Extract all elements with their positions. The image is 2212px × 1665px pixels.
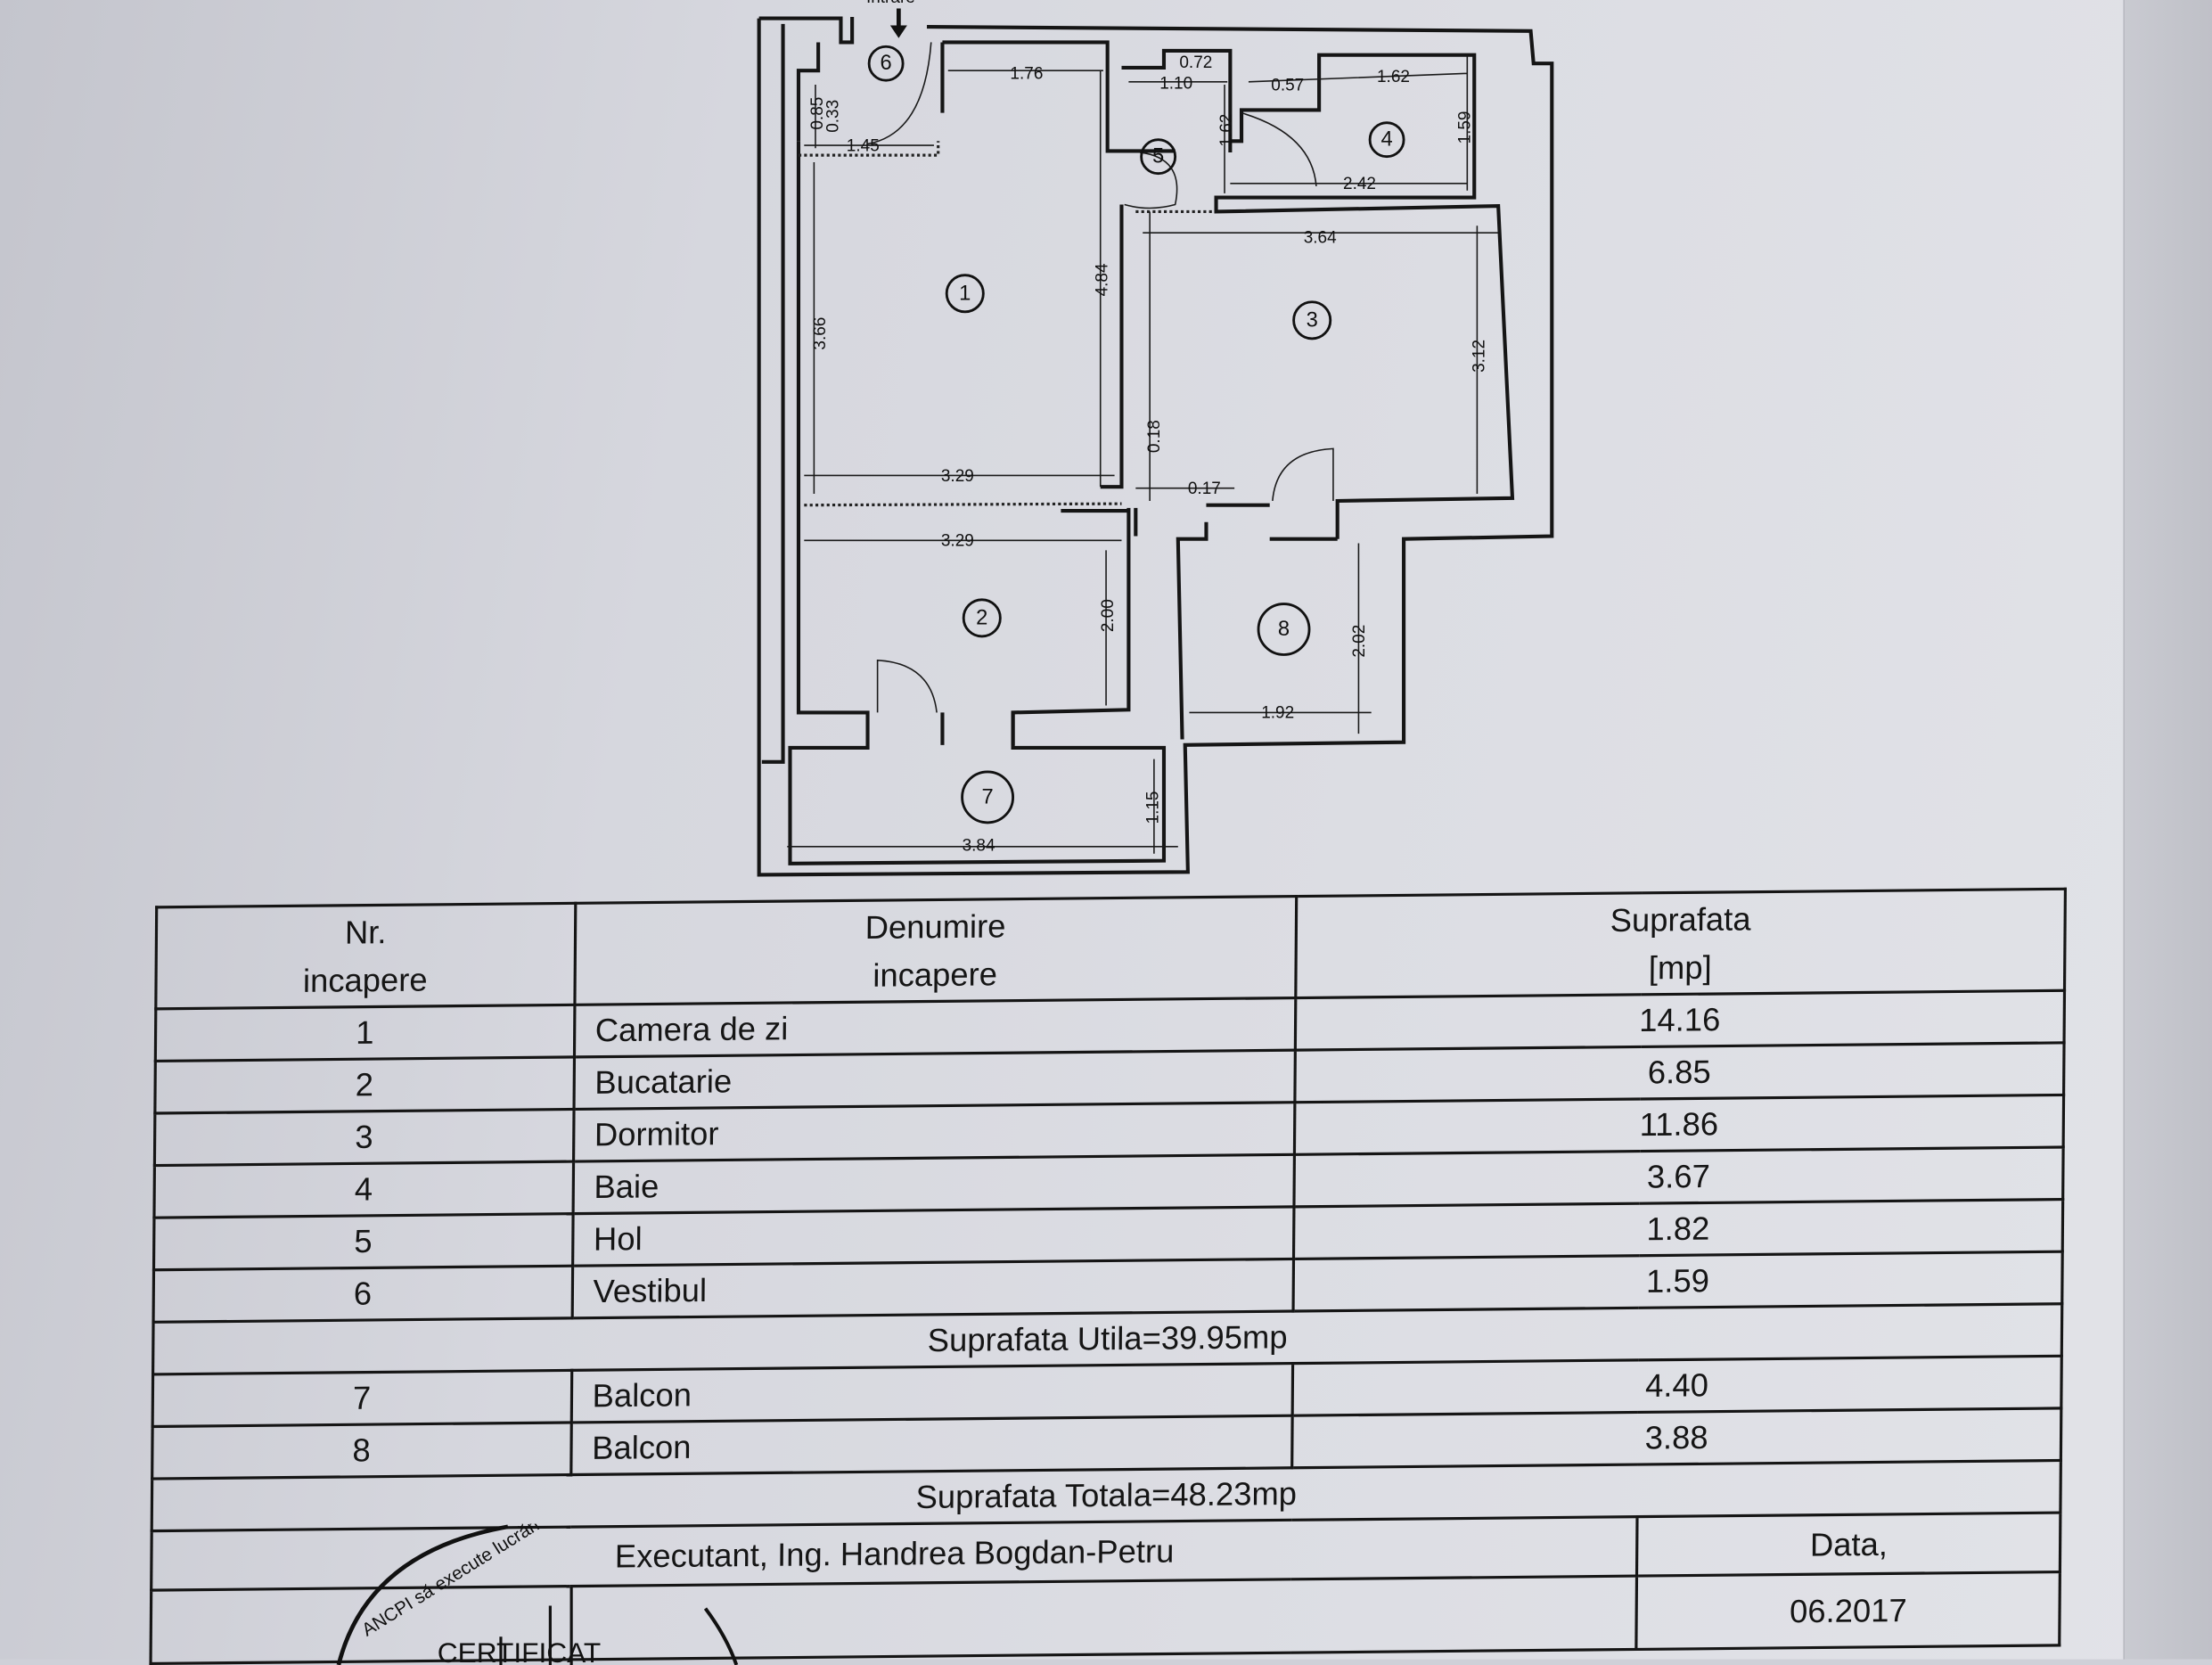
header-area: Suprafata — [1610, 900, 1751, 939]
row-name: Hol — [572, 1206, 1294, 1267]
row-name: Vestibul — [571, 1259, 1294, 1318]
row-nr: 1 — [155, 1005, 575, 1062]
row-nr: 6 — [153, 1266, 573, 1323]
row-nr: 3 — [154, 1109, 574, 1166]
dim-label: 3.29 — [941, 467, 974, 486]
door-arc — [1241, 111, 1317, 187]
outer-wall — [757, 18, 1554, 877]
dimension-lines — [787, 56, 1499, 854]
wall — [788, 141, 1167, 865]
row-name: Bucatarie — [573, 1050, 1296, 1110]
room-number: 6 — [881, 52, 892, 75]
table-header: Nr. incapere Denumire incapere Suprafata [m… — [155, 889, 2066, 1009]
door-arc — [1272, 447, 1334, 502]
row-area: 14.16 — [1295, 990, 2065, 1051]
room-number: 1 — [959, 282, 971, 305]
room-number: 5 — [1152, 145, 1164, 168]
dim-label: 0.33 — [823, 100, 842, 133]
dim-label: 1.59 — [1455, 111, 1474, 144]
room-markers: 1 2 3 4 5 6 7 8 — [867, 45, 1405, 824]
wall — [758, 16, 855, 45]
dim-label: 0.85 — [808, 97, 827, 130]
dim-label: 2.02 — [1350, 625, 1369, 658]
dim-label: 3.29 — [941, 532, 974, 551]
dim-label: 3.84 — [963, 837, 995, 856]
dotted-line — [798, 141, 1214, 507]
room-number: 7 — [981, 785, 993, 808]
dimension-labels: 1.76 0.72 1.10 0.57 1.62 2.42 1.45 3.64 … — [808, 53, 1488, 856]
row-nr: 8 — [152, 1422, 571, 1480]
dim-label: 1.76 — [1010, 65, 1043, 84]
wall — [940, 40, 1176, 153]
room-number: 4 — [1380, 128, 1392, 152]
dim-label: 3.64 — [1304, 228, 1337, 247]
dim-label: 3.66 — [811, 317, 830, 350]
dim-label: 3.12 — [1470, 340, 1488, 373]
dim-label: 4.84 — [1094, 263, 1112, 296]
header-name: Denumire — [864, 907, 1006, 946]
wall — [796, 42, 821, 142]
row-area: 4.40 — [1291, 1356, 2062, 1416]
dim-label: 1.15 — [1144, 791, 1163, 824]
row-nr: 5 — [153, 1213, 573, 1270]
row-name: Baie — [572, 1154, 1295, 1214]
header-area-2: [mp] — [1648, 948, 1712, 987]
room-number: 3 — [1307, 308, 1318, 332]
row-area: 11.86 — [1294, 1095, 2064, 1155]
row-area: 6.85 — [1294, 1042, 2065, 1103]
room-number: 8 — [1278, 618, 1290, 641]
dim-label: 1.45 — [847, 136, 880, 155]
row-area: 3.67 — [1293, 1147, 2064, 1207]
door-arc — [1124, 152, 1178, 209]
row-area: 3.88 — [1291, 1407, 2061, 1468]
header-name-2: incapere — [873, 956, 998, 994]
header-nr: Nr. — [344, 913, 387, 951]
wall — [761, 23, 785, 764]
row-name: Dormitor — [572, 1102, 1295, 1162]
dim-label: 1.62 — [1217, 114, 1236, 147]
entrance-arrowhead-icon — [889, 25, 907, 38]
paper-edge — [2123, 0, 2212, 1660]
dim-label: 1.62 — [1377, 68, 1410, 86]
row-nr: 2 — [154, 1056, 574, 1113]
wall — [940, 712, 1015, 745]
dim-label: 1.10 — [1159, 75, 1192, 94]
header-nr-2: incapere — [302, 961, 428, 999]
row-nr: 7 — [152, 1370, 572, 1427]
door-arc — [876, 660, 938, 713]
row-nr: 4 — [153, 1161, 573, 1218]
row-name: Camera de zi — [573, 997, 1296, 1057]
row-name: Balcon — [570, 1363, 1293, 1423]
entrance-label: Intrare — [866, 0, 915, 7]
wall — [1121, 48, 1515, 539]
dim-label: 1.92 — [1261, 704, 1294, 723]
dim-label: 0.57 — [1271, 76, 1304, 94]
svg-text:CERTIFICAT: CERTIFICAT — [438, 1636, 602, 1665]
wall — [1061, 204, 1338, 740]
date-value: 06.2017 — [1636, 1571, 2060, 1650]
dim-label: 0.72 — [1179, 53, 1212, 72]
room-number: 2 — [976, 606, 987, 629]
certification-stamp: CERTIFICAT ANCPI să execute lucrări — [336, 1524, 739, 1665]
dim-label: 2.00 — [1099, 599, 1118, 632]
row-area: 1.59 — [1292, 1251, 2063, 1312]
floor-plan: Intrare 1.76 0.72 1.10 0.57 1.62 2.42 1.… — [757, 0, 1554, 877]
date-label: Data, — [1637, 1513, 2060, 1577]
row-name: Balcon — [570, 1415, 1292, 1475]
dim-label: 2.42 — [1343, 175, 1376, 193]
door-arc — [867, 42, 932, 145]
row-area: 1.82 — [1293, 1199, 2063, 1259]
dim-label: 0.17 — [1188, 480, 1221, 498]
dim-label: 0.18 — [1145, 420, 1164, 453]
